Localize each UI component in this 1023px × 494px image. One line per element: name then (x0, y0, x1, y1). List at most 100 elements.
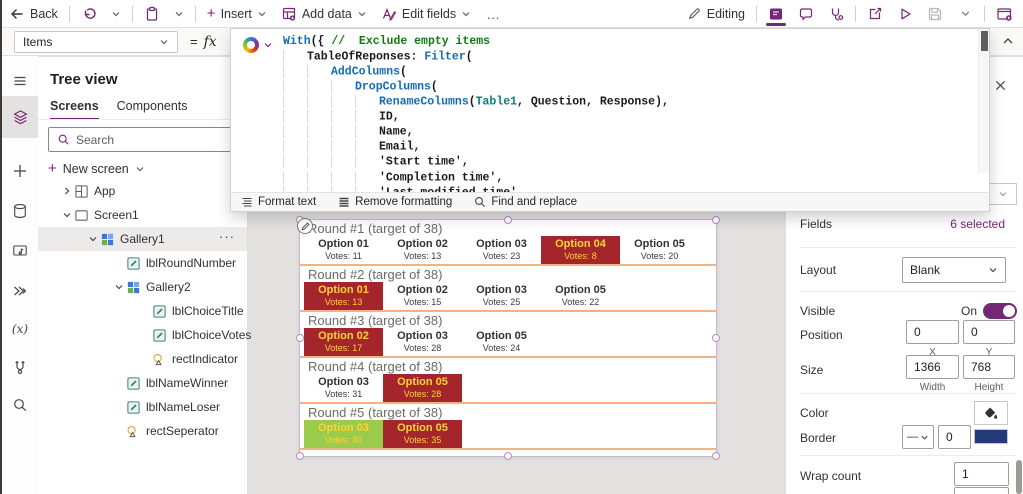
wrap-count-input[interactable]: 1 (954, 462, 1009, 486)
formula-bar-collapse-button[interactable] (1001, 34, 1015, 48)
undo-button[interactable] (74, 0, 104, 27)
sidebar-item-tree-view[interactable] (2, 96, 38, 138)
border-width-input[interactable]: 0 (938, 425, 971, 449)
visible-toggle[interactable] (983, 303, 1017, 319)
comments-button[interactable] (791, 0, 821, 27)
chevron-right-icon[interactable] (60, 186, 74, 196)
property-selector[interactable]: Items (14, 30, 178, 53)
selection-handle-top-center[interactable] (504, 216, 512, 224)
fields-selected-link[interactable]: 6 selected (950, 217, 1005, 231)
tree-item-lblchoicevotes[interactable]: lblChoiceVotes (38, 323, 251, 347)
save-button[interactable] (920, 0, 950, 27)
border-style-select[interactable]: — (902, 425, 934, 449)
selection-handle-bottom-left[interactable] (296, 452, 304, 460)
share-button[interactable] (860, 0, 890, 27)
item-more-button[interactable]: ··· (219, 229, 235, 244)
sidebar-item-variables[interactable]: (x) (2, 312, 38, 346)
editor-scrollbar-thumb[interactable] (981, 31, 988, 51)
color-picker-button[interactable] (974, 401, 1008, 425)
chevron-down-icon[interactable] (60, 210, 74, 220)
tree-item-rectindicator[interactable]: rectIndicator (38, 347, 247, 371)
back-button[interactable]: Back (2, 0, 65, 27)
selection-handle-bottom-right[interactable] (712, 452, 720, 460)
border-color-swatch[interactable] (974, 429, 1008, 444)
remove-formatting-button[interactable]: Remove formatting (338, 196, 452, 208)
chevron-down-icon[interactable] (112, 282, 126, 292)
hamburger-menu-icon[interactable] (2, 64, 38, 98)
editor-scrollbar[interactable] (978, 29, 989, 173)
tree-item-app[interactable]: App (38, 179, 247, 203)
edit-fields-button[interactable]: Edit fields (374, 0, 478, 27)
position-y-input[interactable]: 0 (963, 320, 1015, 344)
sidebar-item-search[interactable] (2, 388, 38, 422)
tree-search-input[interactable]: Search (48, 127, 240, 152)
undo-menu-chevron[interactable] (104, 0, 128, 27)
selection-handle-middle-left[interactable] (296, 334, 304, 342)
copilot-panel-button[interactable] (761, 0, 791, 27)
close-panel-icon[interactable] (994, 79, 1007, 92)
selection-handle-middle-right[interactable] (712, 334, 720, 342)
tree-item-lblnamewinner[interactable]: lblNameWinner (38, 371, 247, 395)
insert-button[interactable]: + Insert (200, 0, 274, 27)
add-data-button[interactable]: Add data (274, 0, 374, 27)
tree-item-gallery2[interactable]: Gallery2 (38, 275, 247, 299)
preview-button[interactable] (890, 0, 920, 27)
collapsed-dropdown[interactable] (989, 183, 1017, 205)
tree-item-gallery1[interactable]: Gallery1··· (38, 227, 247, 251)
tree-item-rectseperator[interactable]: rectSeperator (38, 419, 247, 443)
find-replace-button[interactable]: Find and replace (474, 196, 577, 208)
tree-item-lblnameloser[interactable]: lblNameLoser (38, 395, 247, 419)
size-height-input[interactable]: 768 (963, 355, 1015, 379)
chevron-down-icon[interactable] (86, 234, 100, 244)
template-size-input[interactable]: 148 (954, 487, 1009, 494)
gallery-edit-pencil-icon[interactable] (297, 218, 313, 234)
paste-button[interactable] (137, 0, 167, 27)
app-checker-button[interactable] (821, 0, 851, 27)
format-text-button[interactable]: Format text (241, 196, 316, 208)
sidebar-item-power-automate[interactable] (2, 274, 38, 308)
new-screen-button[interactable]: + New screen (48, 161, 145, 176)
sidebar-item-advanced-tools[interactable] (2, 350, 38, 384)
tree-item-lblchoicetitle[interactable]: lblChoiceTitle (38, 299, 247, 323)
sidebar-item-media[interactable] (2, 234, 38, 268)
tree-item-screen1[interactable]: Screen1 (38, 203, 247, 227)
tree-item-lblroundnumber[interactable]: lblRoundNumber (38, 251, 247, 275)
selection-handle-top-right[interactable] (712, 216, 720, 224)
layout-select[interactable]: Blank (902, 257, 1006, 283)
tab-components[interactable]: Components (116, 99, 188, 113)
position-x-input[interactable]: 0 (906, 320, 959, 344)
paste-menu-chevron[interactable] (167, 0, 191, 27)
size-width-input[interactable]: 1366 (906, 355, 959, 379)
sidebar-item-insert[interactable] (2, 154, 38, 188)
publish-button[interactable] (989, 0, 1019, 27)
more-commands-button[interactable]: … (486, 5, 502, 22)
tab-screens[interactable]: Screens (50, 99, 99, 120)
copilot-menu-button[interactable] (243, 37, 273, 53)
save-menu-chevron[interactable] (950, 0, 980, 27)
selection-handle-bottom-center[interactable] (504, 452, 512, 460)
editing-mode-button[interactable]: Editing (680, 0, 752, 27)
